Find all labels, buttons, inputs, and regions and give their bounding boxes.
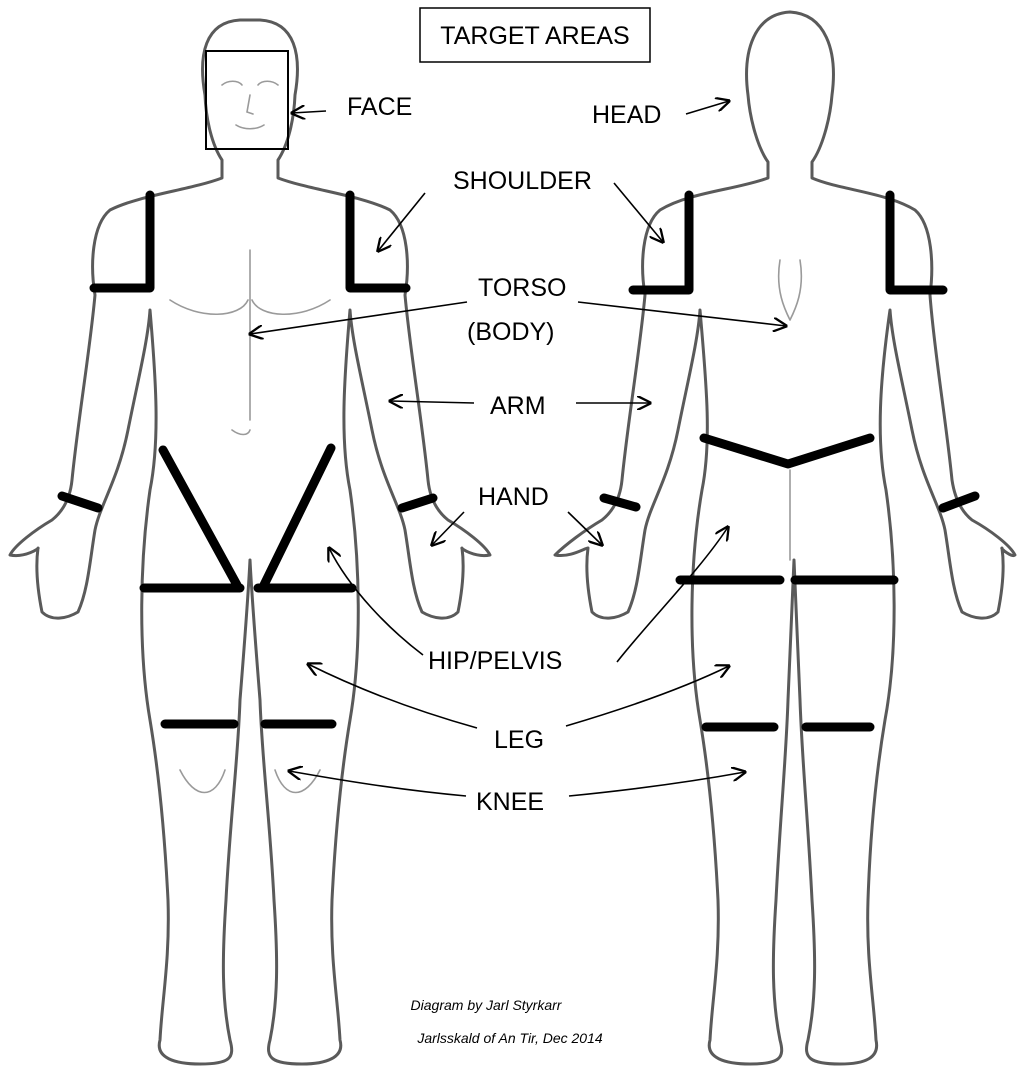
label-head: HEAD <box>592 101 661 129</box>
front-right-wrist-zone <box>402 498 433 508</box>
label-torso: TORSO <box>478 274 566 302</box>
front-left-shoulder-zone <box>94 195 150 288</box>
label-hip-pelvis: HIP/PELVIS <box>428 647 562 675</box>
torso-arrow-front <box>250 302 467 334</box>
head-arrow <box>686 101 729 114</box>
credit-line-1: Diagram by Jarl Styrkarr <box>411 997 563 1013</box>
front-left-wrist-zone <box>62 496 98 508</box>
front-face-features <box>222 81 278 129</box>
shoulder-arrow-front <box>378 193 425 251</box>
label-leg: LEG <box>494 726 544 754</box>
torso-arrow-back <box>578 302 786 326</box>
label-torso-sub: (BODY) <box>467 318 555 346</box>
label-arm: ARM <box>490 392 546 420</box>
title-box: TARGET AREAS <box>420 8 650 62</box>
back-right-shoulder-zone <box>890 195 943 290</box>
back-right-wrist-zone <box>943 496 975 508</box>
label-knee: KNEE <box>476 788 544 816</box>
face-arrow <box>292 111 326 113</box>
credit: Diagram by Jarl Styrkarr Jarlsskald of A… <box>411 997 603 1046</box>
label-shoulder: SHOULDER <box>453 167 592 195</box>
back-body-figure <box>555 12 1015 1064</box>
front-body-outline <box>10 20 490 1064</box>
label-face: FACE <box>347 93 412 121</box>
front-right-groin-zone <box>264 448 331 585</box>
target-zone-lines <box>62 51 975 727</box>
front-right-shoulder-zone <box>350 195 406 288</box>
face-box <box>206 51 288 149</box>
credit-line-2: Jarlsskald of An Tir, Dec 2014 <box>416 1030 603 1046</box>
front-body-figure <box>10 20 490 1064</box>
back-left-wrist-zone <box>604 498 636 507</box>
arm-arrow-front <box>390 401 474 403</box>
knee-arrow-back <box>569 772 745 796</box>
leg-arrow-back <box>566 666 729 726</box>
front-chest-lines <box>170 250 330 435</box>
back-waist-zone <box>704 438 870 464</box>
back-spine-lines <box>779 260 802 560</box>
knee-arrow-front <box>289 771 466 796</box>
back-body-outline <box>555 12 1015 1064</box>
front-left-groin-zone <box>163 450 237 585</box>
title: TARGET AREAS <box>440 22 629 50</box>
labels: FACE HEAD SHOULDER TORSO (BODY) ARM HAND… <box>347 93 661 816</box>
label-hand: HAND <box>478 483 549 511</box>
